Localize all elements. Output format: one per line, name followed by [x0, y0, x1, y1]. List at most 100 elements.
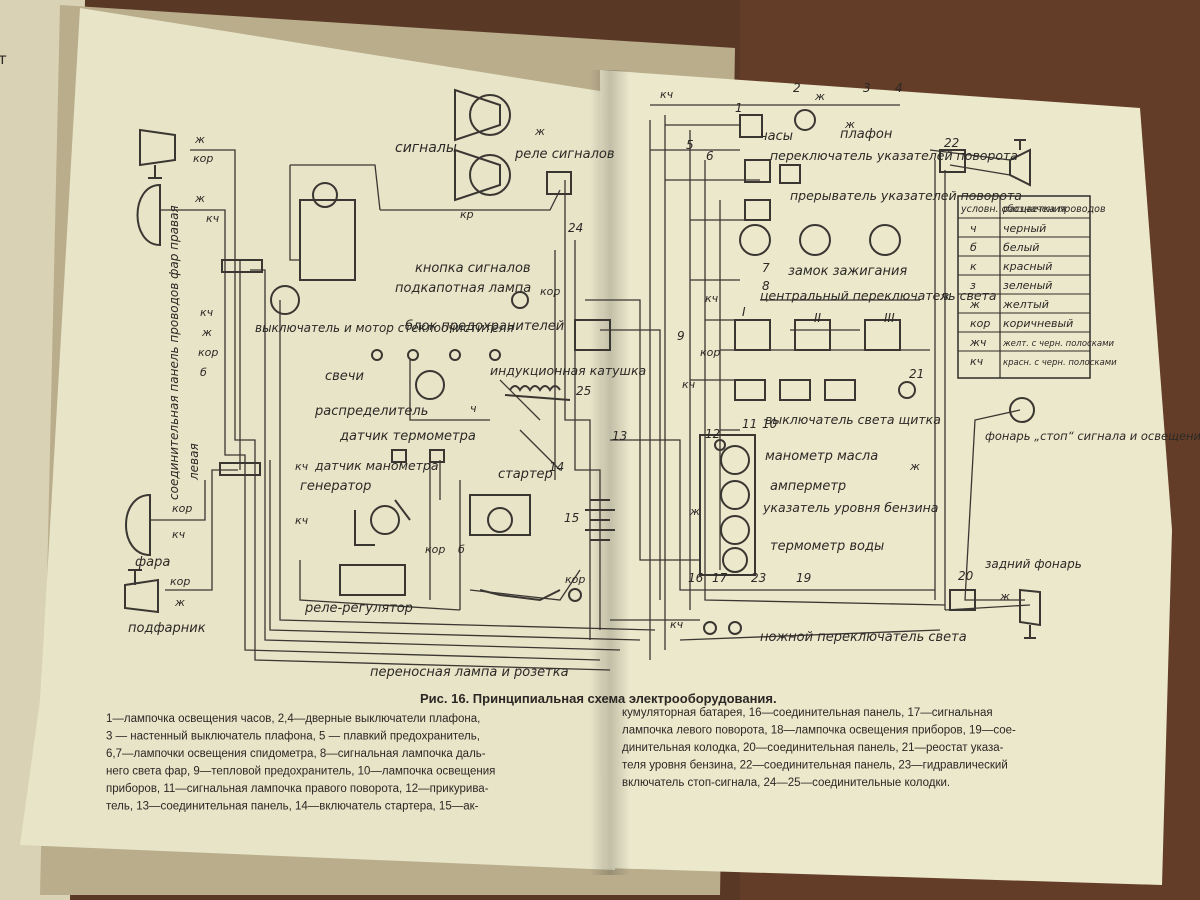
component-number: 8 [762, 279, 770, 293]
foot-switch-symbol [703, 621, 717, 635]
legend-color: желтый [1002, 298, 1049, 311]
wire-code: ж [174, 596, 185, 609]
panel-20-symbol [949, 589, 976, 611]
component-number: III [884, 311, 895, 325]
label-foot-switch: ножной переключатель света [760, 630, 967, 645]
battery-symbol [585, 499, 615, 541]
component-number: 16 [688, 571, 704, 585]
lamp-top-left-symbol [139, 128, 176, 167]
turn-breaker-symbol [744, 199, 771, 221]
wiper-switch-symbol [270, 285, 300, 315]
ignition-lock-symbol [739, 224, 771, 256]
caption-line: динительная колодка, 20—соединительная п… [622, 742, 1004, 754]
ignition-coil-symbol [504, 385, 571, 401]
label-starter: стартер [498, 467, 553, 482]
label-wiper: выключатель и мотор стеклоочистителя [255, 321, 514, 335]
legend-color: желт. с черн. полосками [1002, 339, 1114, 349]
component-number: 11 [742, 417, 757, 431]
wire-code: ч [470, 402, 477, 415]
component-number: 12 [705, 427, 720, 441]
signal-relay-symbol [546, 171, 572, 195]
caption-line: включатель стоп-сигнала, 24—25—соедините… [622, 777, 950, 789]
component-number: 7 [762, 261, 770, 275]
wire-code: кч [172, 528, 186, 541]
legend-code: жч [969, 336, 987, 349]
wire-code: б [200, 366, 207, 379]
caption-line: 3 — настенный выключатель плафона, 5 — п… [106, 731, 480, 743]
left-page [20, 8, 625, 870]
instrument-cluster-symbol [699, 434, 756, 576]
legend-code: ч [970, 222, 977, 235]
legend-code: з [970, 279, 976, 292]
component-number: 21 [909, 367, 924, 381]
lamp-top-right-symbol [1009, 148, 1031, 187]
label-oil-gauge: манометр масла [765, 449, 878, 464]
rheostat-symbol [898, 381, 916, 399]
wire-code: ж [689, 505, 700, 518]
component-number: 19 [796, 571, 811, 585]
component-number: 15 [564, 511, 579, 525]
caption-line: него света фар, 9—тепловой предохранител… [106, 766, 495, 778]
label-temp-sensor: датчик термометра [339, 429, 476, 444]
spark-plug-3 [449, 349, 461, 361]
horn-lower-symbol [454, 148, 501, 202]
central-switch-I [734, 319, 771, 351]
legend-code: б [970, 241, 977, 254]
label-rear-lamp: задний фонарь [985, 557, 1082, 571]
wire-code: кр [460, 208, 474, 221]
legend-color: красн. с черн. полосками [1003, 358, 1117, 368]
wire-code: кор [565, 573, 585, 586]
dome-light-symbol [794, 109, 816, 131]
component-number: 1 [735, 101, 743, 115]
label-turn-switch: переключатель указателей поворота [770, 148, 1018, 163]
label-plugs: свечи [325, 369, 364, 384]
legend-color: черный [1003, 222, 1046, 235]
horn-upper-symbol [454, 88, 501, 142]
wire-code: кор [172, 502, 192, 515]
legend-code: кч [970, 355, 984, 368]
wiper-motor-symbol [299, 199, 356, 281]
caption-line: кумуляторная батарея, 16—соединительная … [622, 707, 993, 719]
component-number: 5 [686, 138, 694, 152]
legend-code: ж [969, 298, 980, 311]
wire-code: кор [540, 285, 560, 298]
generator-symbol [370, 505, 400, 535]
figure-title: Рис. 16. Принципиальная схема электрообо… [420, 691, 777, 706]
label-fuel-gauge: указатель уровня бензина [762, 500, 938, 515]
wire-code: ж [999, 590, 1010, 603]
panel-right-connector [221, 259, 263, 273]
spark-plug-4 [489, 349, 501, 361]
component-number: 13 [612, 429, 627, 443]
component-number: 17 [712, 571, 728, 585]
label-signals: сигналы [395, 140, 457, 156]
wire-code: кч [705, 292, 719, 305]
label-regulator: реле-регулятор [304, 601, 413, 616]
legend-color: коричневый [1003, 317, 1073, 330]
wire-code: кч [206, 212, 220, 225]
caption-line: приборов, 11—сигнальная лампочка правого… [106, 783, 489, 795]
component-number: 10 [762, 417, 778, 431]
legend-code: кор [970, 317, 990, 330]
legend-color: зеленый [1003, 279, 1052, 292]
legend-color: белый [1003, 241, 1039, 254]
caption-right: кумуляторная батарея, 16—соединительная … [622, 707, 1016, 789]
component-number: 23 [751, 571, 766, 585]
wire-code: ж [194, 133, 205, 146]
component-number: 24 [568, 221, 583, 235]
wire-color-legend: условн. обозначения расцветка проводов ч… [957, 195, 1117, 379]
label-panel-right: соединительная панель проводов фар права… [167, 205, 181, 500]
label-dash-switch: выключатель света щитка [765, 412, 941, 427]
panel-22-symbol [939, 149, 966, 173]
component-number: 22 [944, 136, 959, 150]
caption-line: лампочка левого поворота, 18—лампочка ос… [622, 725, 1016, 737]
pressure-sensor-symbol [391, 449, 407, 463]
wire-code: б [458, 543, 465, 556]
label-dome-light: плафон [840, 127, 893, 142]
label-distributor: распределитель [314, 404, 428, 419]
wire-code: кч [660, 88, 674, 101]
label-panel-left: левая [187, 443, 201, 481]
temp-sensor-symbol [429, 449, 445, 463]
label-generator: генератор [300, 479, 371, 494]
